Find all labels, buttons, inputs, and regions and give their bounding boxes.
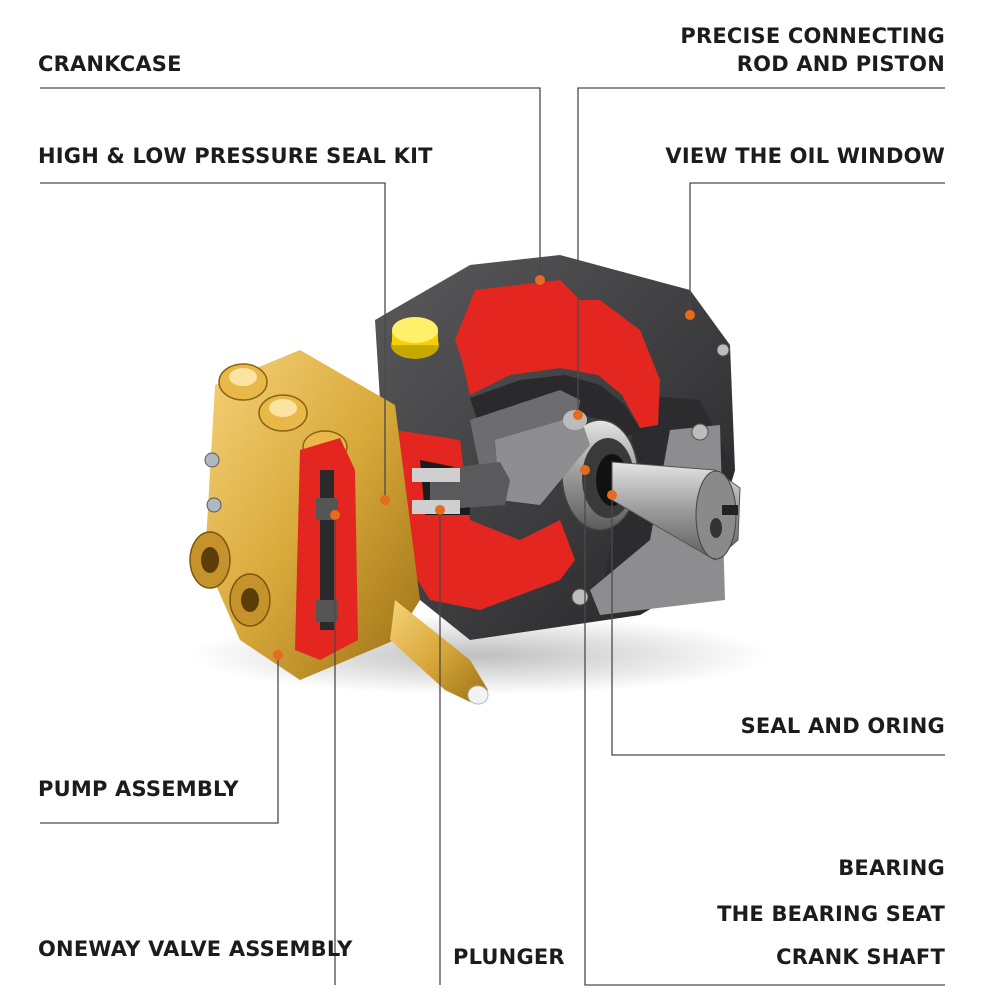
dot-pump-assembly bbox=[273, 650, 283, 660]
label-plunger: PLUNGER bbox=[453, 945, 565, 969]
label-seal-kit: HIGH & LOW PRESSURE SEAL KIT bbox=[38, 144, 433, 168]
dot-seal-oring bbox=[607, 490, 617, 500]
leader-crankcase bbox=[40, 87, 541, 280]
leader-lines bbox=[40, 87, 945, 986]
dot-oneway-valve bbox=[330, 510, 340, 520]
label-pump-assembly: PUMP ASSEMBLY bbox=[38, 777, 239, 801]
label-oneway-valve: ONEWAY VALVE ASSEMBLY bbox=[38, 937, 353, 961]
label-seal-oring: SEAL AND ORING bbox=[740, 714, 945, 738]
label-precise-rod-line1: PRECISE CONNECTING bbox=[680, 24, 945, 48]
label-oil-window: VIEW THE OIL WINDOW bbox=[665, 144, 945, 168]
leader-oil-window bbox=[689, 182, 945, 315]
connecting-rods bbox=[412, 390, 590, 514]
bearing-and-crankshaft bbox=[561, 419, 741, 561]
dot-crankcase bbox=[535, 275, 545, 285]
dot-oil-window bbox=[685, 310, 695, 320]
label-crankcase: CRANKCASE bbox=[38, 52, 182, 76]
dot-plunger bbox=[435, 505, 445, 515]
brass-manifold bbox=[189, 350, 489, 705]
oil-cap bbox=[391, 317, 439, 359]
leader-seal-kit bbox=[40, 182, 386, 500]
label-crank-shaft: CRANK SHAFT bbox=[776, 945, 945, 969]
leader-seal-oring bbox=[611, 495, 945, 756]
leader-crank-shaft bbox=[584, 470, 945, 986]
leader-precise-rod bbox=[577, 87, 945, 415]
dot-precise-rod bbox=[573, 410, 583, 420]
leader-pump-assembly bbox=[40, 655, 279, 824]
label-bearing: BEARING bbox=[838, 856, 945, 880]
dot-crank-shaft bbox=[580, 465, 590, 475]
label-precise-rod-line2: ROD AND PISTON bbox=[736, 52, 945, 76]
callout-dots bbox=[273, 275, 695, 660]
dot-seal-kit bbox=[380, 495, 390, 505]
label-bearing-seat: THE BEARING SEAT bbox=[717, 902, 945, 926]
